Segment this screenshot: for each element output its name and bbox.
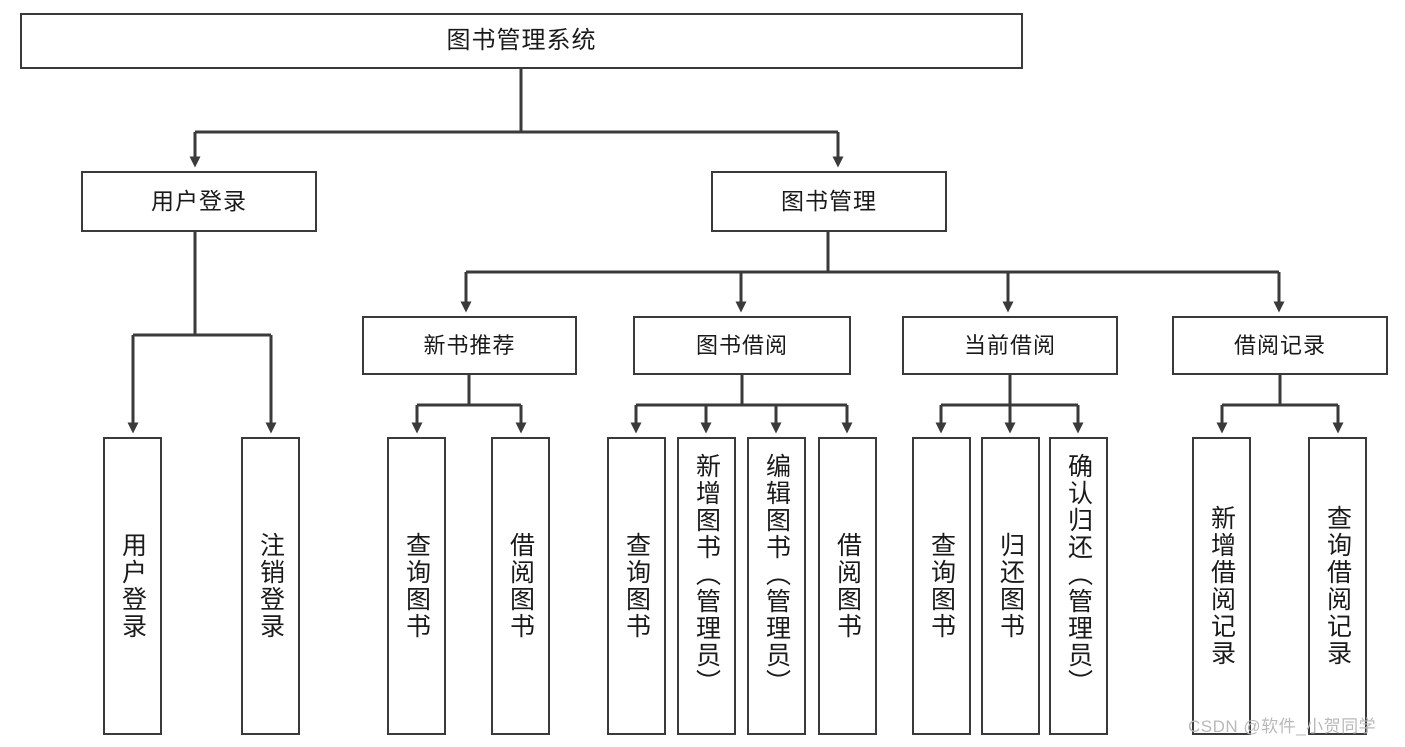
leaf-record-query-record[interactable]: 查询借阅记录 [1308, 437, 1367, 735]
leaf-record-add-record[interactable]: 新增借阅记录 [1192, 437, 1251, 735]
leaf-label: 用户登录 [118, 532, 147, 640]
leaf-current-return-book[interactable]: 归还图书 [981, 437, 1040, 735]
node-root-system[interactable]: 图书管理系统 [20, 13, 1023, 69]
leaf-label: 确认归还（管理员） [1064, 453, 1093, 696]
node-book-borrow[interactable]: 图书借阅 [633, 316, 851, 375]
leaf-recommend-borrow-book[interactable]: 借阅图书 [491, 437, 550, 735]
leaf-borrow-query-book[interactable]: 查询图书 [607, 437, 666, 735]
leaf-label: 查询图书 [622, 532, 651, 640]
leaf-label: 注销登录 [256, 532, 285, 640]
leaf-label: 借阅图书 [833, 532, 862, 640]
leaf-user-login-logout[interactable]: 注销登录 [241, 437, 300, 735]
leaf-current-query-book[interactable]: 查询图书 [912, 437, 971, 735]
leaf-label: 查询图书 [402, 532, 431, 640]
leaf-current-confirm-return-admin[interactable]: 确认归还（管理员） [1049, 437, 1108, 735]
leaf-recommend-query-book[interactable]: 查询图书 [387, 437, 446, 735]
leaf-label: 编辑图书（管理员） [762, 453, 791, 696]
leaf-borrow-add-book-admin[interactable]: 新增图书（管理员） [677, 437, 736, 735]
node-user-login[interactable]: 用户登录 [81, 171, 317, 232]
leaf-borrow-borrow-book[interactable]: 借阅图书 [818, 437, 877, 735]
leaf-user-login-login[interactable]: 用户登录 [103, 437, 162, 735]
leaf-label: 归还图书 [996, 532, 1025, 640]
leaf-label: 查询图书 [927, 532, 956, 640]
leaf-borrow-edit-book-admin[interactable]: 编辑图书（管理员） [747, 437, 806, 735]
leaf-label: 新增借阅记录 [1207, 505, 1236, 667]
node-current-borrow[interactable]: 当前借阅 [902, 316, 1118, 375]
node-borrow-record[interactable]: 借阅记录 [1172, 316, 1388, 375]
leaf-label: 查询借阅记录 [1323, 505, 1352, 667]
leaf-label: 新增图书（管理员） [692, 453, 721, 696]
node-new-book-recommend[interactable]: 新书推荐 [362, 316, 577, 375]
node-book-management[interactable]: 图书管理 [711, 171, 947, 232]
leaf-label: 借阅图书 [506, 532, 535, 640]
